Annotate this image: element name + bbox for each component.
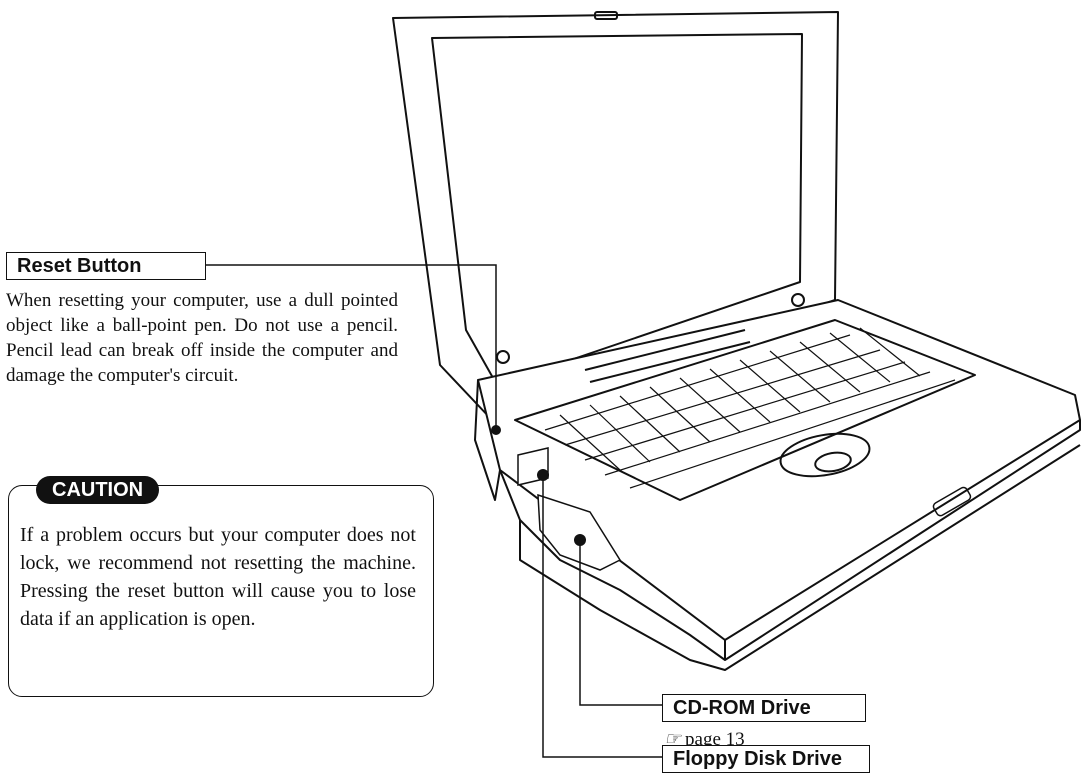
- caution-badge: CAUTION: [36, 476, 159, 504]
- floppy-disk-drive-label: Floppy Disk Drive: [662, 745, 870, 773]
- reset-dot-icon: [491, 425, 501, 435]
- cdrom-drive-label: CD-ROM Drive: [662, 694, 866, 722]
- reset-button-description: When resetting your computer, use a dull…: [6, 288, 398, 388]
- floppy-dot-icon: [537, 469, 549, 481]
- caution-text: If a problem occurs but your computer do…: [20, 521, 416, 633]
- cdrom-dot-icon: [574, 534, 586, 546]
- reset-button-label: Reset Button: [6, 252, 206, 280]
